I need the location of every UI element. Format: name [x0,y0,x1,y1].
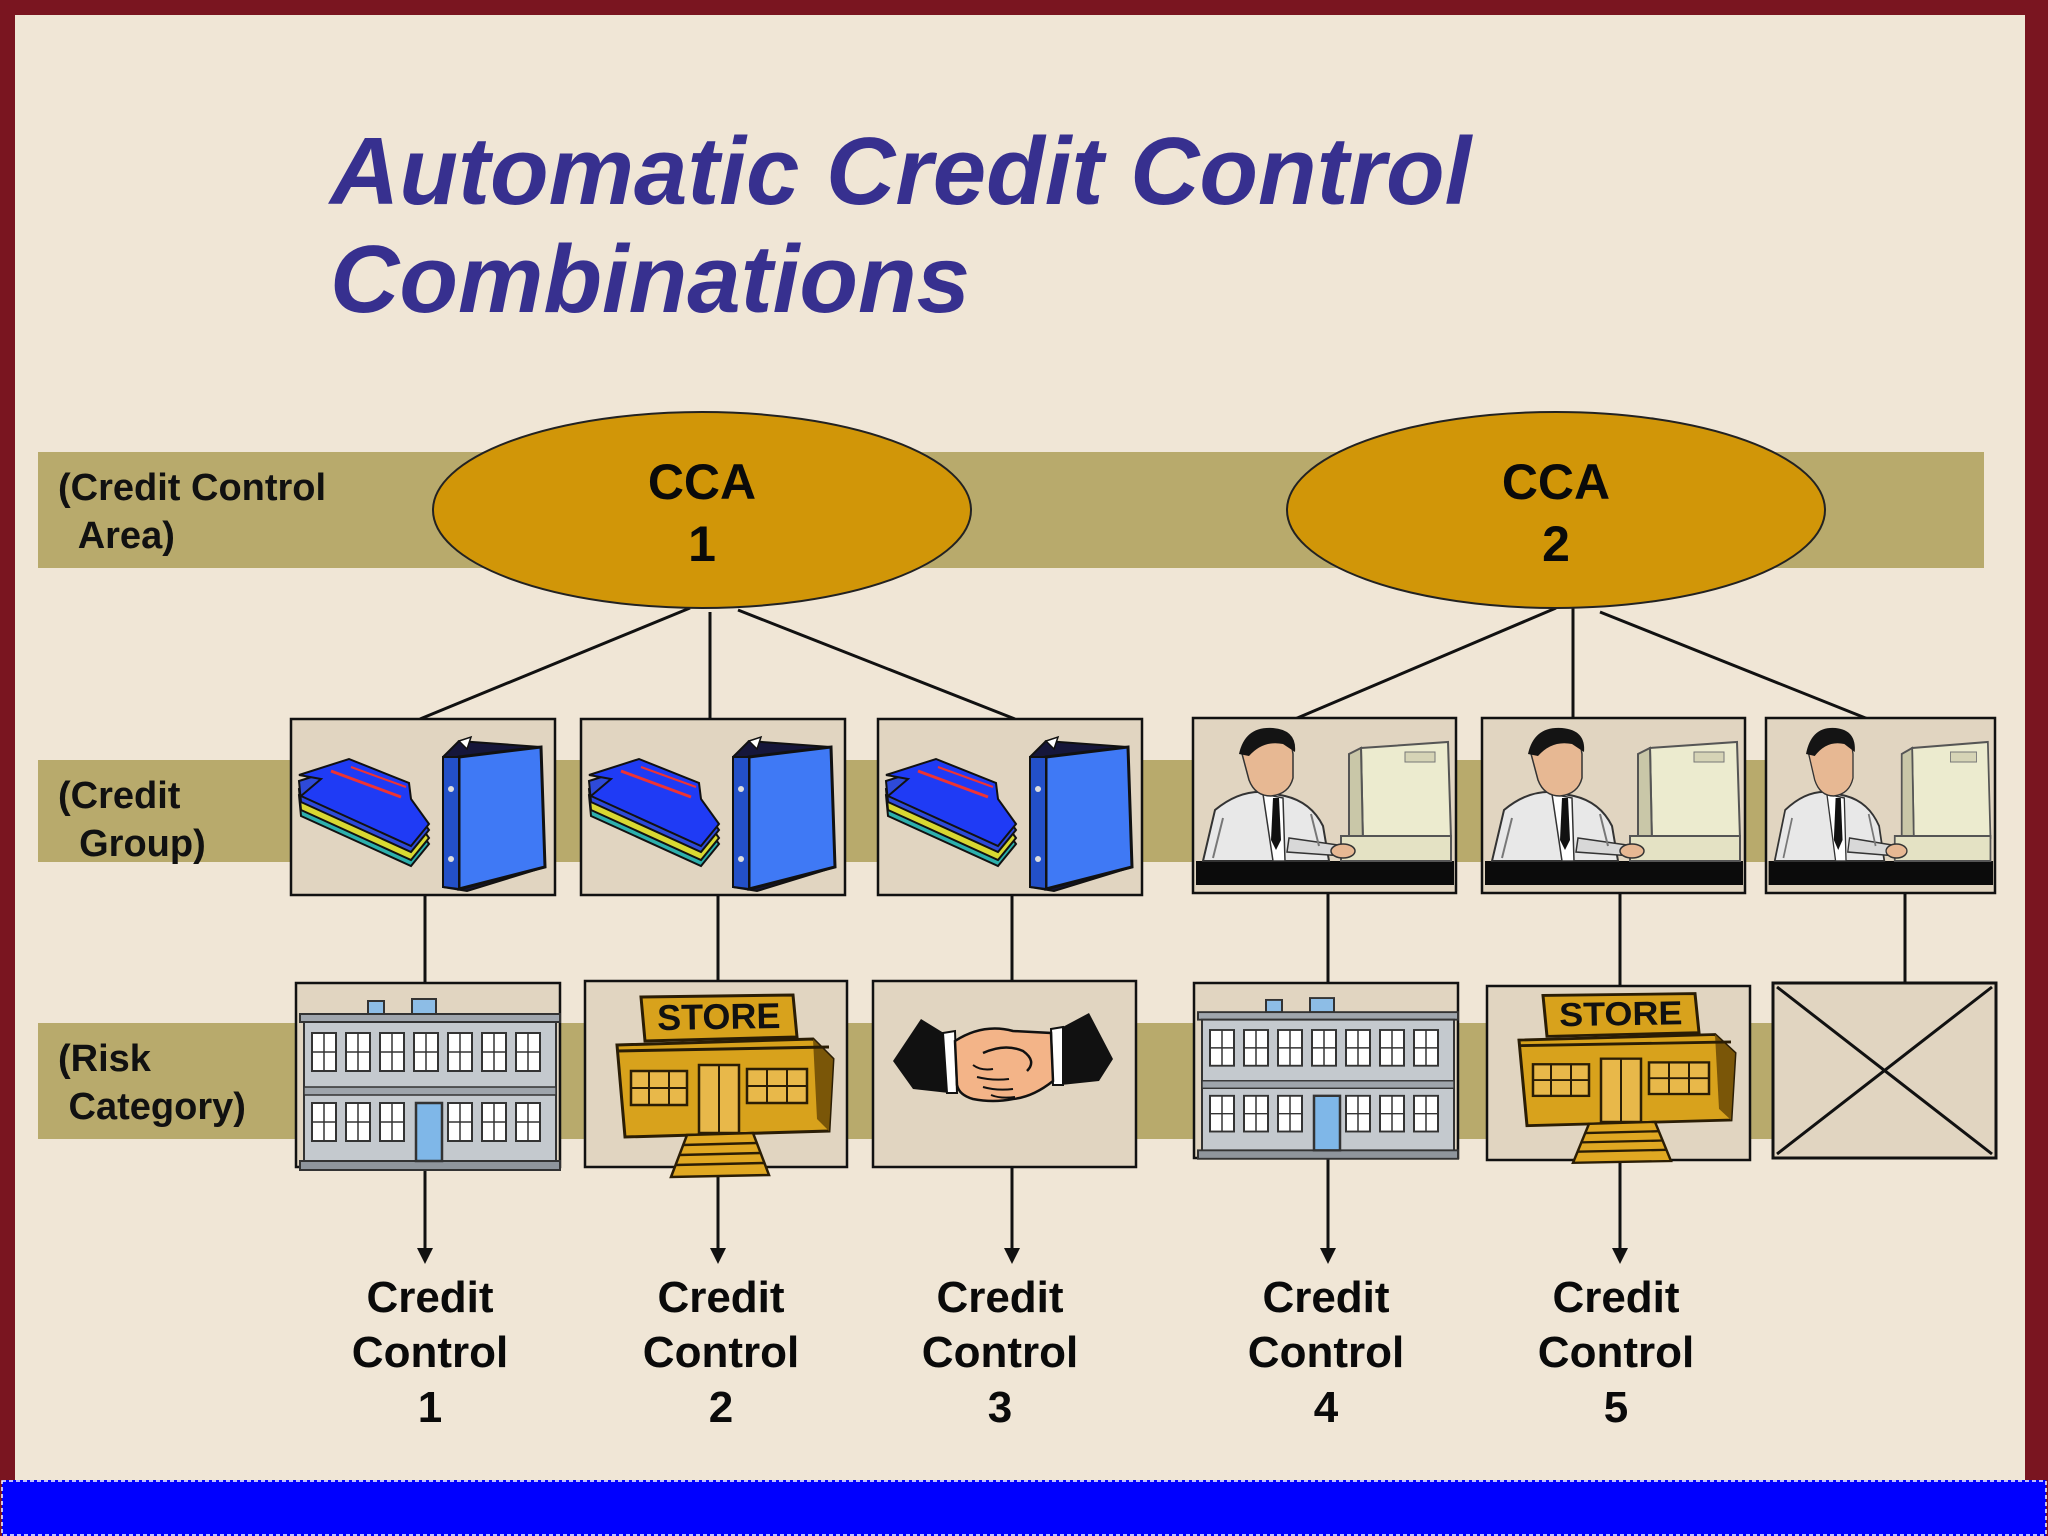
cca-1-number: 1 [688,516,716,572]
office-building-icon [1196,996,1460,1161]
credit-control-1-number: 1 [417,1383,443,1432]
credit-control-3-word1: Credit [936,1273,1064,1322]
cca-2-label: CCA 2 [1406,451,1706,575]
credit-group-2 [579,717,847,897]
credit-control-4-word2: Control [1247,1328,1405,1377]
row-label-credit-control-area: (Credit Control Area) [58,467,327,557]
credit-control-1-word2: Control [351,1328,509,1377]
credit-control-5: Credit Control 5 [1506,1270,1726,1435]
footer-bar [2,1480,2046,1536]
credit-control-3: Credit Control 3 [890,1270,1110,1435]
office-building-icon [298,997,562,1172]
store-icon: STORE [615,993,835,1179]
credit-control-2-word2: Control [642,1328,800,1377]
credit-control-4-number: 4 [1313,1383,1339,1432]
credit-group-1 [289,717,557,897]
risk-category-2: STORE [583,979,849,1179]
arrowheads [417,1248,1628,1264]
cca-2-number: 2 [1542,516,1570,572]
risk-category-6 [1771,981,1998,1160]
slide-title-line-2: Combinations [330,226,970,333]
risk-category-5: STORE [1485,984,1752,1165]
credit-control-2-word1: Credit [657,1273,785,1322]
credit-control-5-word1: Credit [1552,1273,1680,1322]
risk-category-4 [1192,981,1460,1161]
cca-1-label-text: CCA [647,454,757,510]
credit-control-2-number: 2 [708,1383,734,1432]
row-label-credit-group: (Credit Group) [58,775,206,865]
credit-group-5 [1480,716,1747,895]
empty-placeholder-icon [1776,985,1993,1156]
credit-group-4 [1191,716,1458,895]
credit-control-3-word2: Control [921,1328,1079,1377]
slide-title: Automatic Credit Control Combinations [330,118,1830,334]
cca-1-ellipse [432,411,972,609]
cca-1-label: CCA 1 [552,451,852,575]
credit-control-1: Credit Control 1 [320,1270,540,1435]
credit-control-1-word1: Credit [366,1273,494,1322]
credit-control-2: Credit Control 2 [611,1270,831,1435]
cca-2-ellipse [1286,411,1826,609]
store-icon: STORE [1517,992,1737,1165]
slide-title-line-1: Automatic Credit Control [330,118,1472,225]
credit-control-4-word1: Credit [1262,1273,1390,1322]
credit-control-3-number: 3 [987,1383,1013,1432]
credit-group-3 [876,717,1144,897]
credit-group-6 [1764,716,1997,895]
risk-category-1 [294,981,562,1172]
cca-2-label-text: CCA [1501,454,1611,510]
credit-control-5-word2: Control [1537,1328,1695,1377]
credit-control-5-number: 5 [1603,1383,1629,1432]
risk-category-3 [871,979,1138,1169]
credit-control-4: Credit Control 4 [1216,1270,1436,1435]
store-sign-text: STORE [657,995,781,1038]
store-sign-text: STORE [1559,995,1683,1034]
row-label-risk-category: (Risk Category) [58,1038,246,1128]
footer-bar-outline [1,1480,2047,1536]
connector-lines [419,606,1907,1252]
